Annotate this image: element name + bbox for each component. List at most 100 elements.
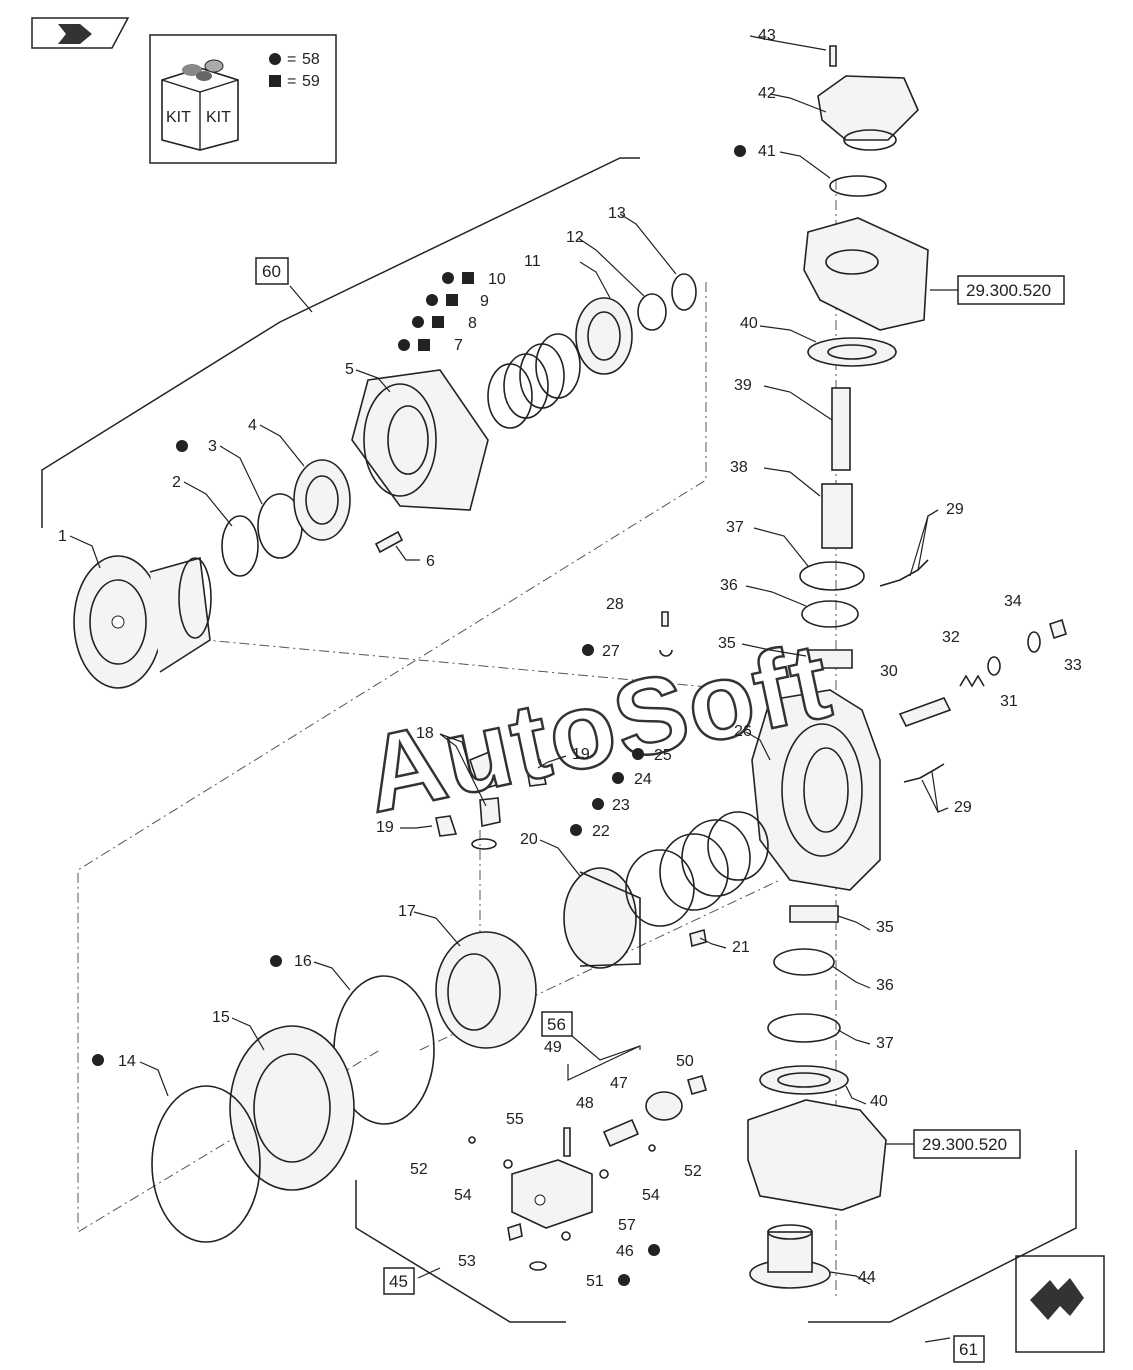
round-kit-marker-icon bbox=[269, 53, 281, 65]
callout: 27 bbox=[602, 643, 620, 660]
svg-text:56: 56 bbox=[547, 1015, 566, 1034]
svg-text:60: 60 bbox=[262, 262, 281, 281]
part-ring-27 bbox=[659, 649, 673, 657]
callout: 15 bbox=[212, 1009, 230, 1026]
callout: 8 bbox=[468, 315, 477, 332]
part-ring-2 bbox=[221, 515, 259, 577]
section-ref-lower[interactable]: 29.300.520 bbox=[913, 1129, 1021, 1159]
ref-box-61[interactable]: 61 bbox=[953, 1335, 985, 1363]
callout: 7 bbox=[454, 337, 463, 354]
part-steering-knuckle-26 bbox=[751, 689, 881, 891]
svg-text:45: 45 bbox=[389, 1272, 408, 1291]
part-oring-14 bbox=[151, 1085, 261, 1243]
part-ring-15 bbox=[229, 1025, 355, 1191]
callout: 36 bbox=[876, 977, 894, 994]
section-ref-upper[interactable]: 29.300.520 bbox=[957, 275, 1065, 305]
callout: 46 bbox=[616, 1243, 634, 1260]
part-ring-54-right bbox=[599, 1169, 609, 1179]
part-ring-10 bbox=[535, 333, 581, 399]
callout: 40 bbox=[870, 1093, 888, 1110]
part-seal-40-upper bbox=[807, 337, 897, 367]
next-page-button[interactable] bbox=[1015, 1255, 1105, 1353]
part-ring-51 bbox=[529, 1261, 547, 1271]
ref-box-56[interactable]: 56 bbox=[541, 1011, 573, 1037]
callout: 12 bbox=[566, 229, 584, 246]
kit-label-left: KIT bbox=[166, 109, 191, 126]
part-oring-41 bbox=[829, 175, 887, 197]
callout: 51 bbox=[586, 1273, 604, 1290]
callout: 29 bbox=[954, 799, 972, 816]
part-ring-13 bbox=[671, 273, 697, 311]
svg-text:29.300.520: 29.300.520 bbox=[966, 281, 1051, 300]
part-shaft-30 bbox=[898, 697, 952, 727]
part-oring-22 bbox=[625, 849, 695, 927]
part-ring-37-lower bbox=[767, 1013, 841, 1043]
part-ring-46 bbox=[561, 1231, 571, 1241]
part-oring-24 bbox=[681, 819, 751, 897]
callout: 43 bbox=[758, 27, 776, 44]
callout: 2 bbox=[172, 474, 181, 491]
svg-text:=: = bbox=[287, 73, 296, 90]
part-bushing-44 bbox=[749, 1224, 831, 1289]
callout: 49 bbox=[544, 1039, 562, 1056]
part-screw-28 bbox=[661, 611, 669, 627]
part-upper-bracket bbox=[803, 217, 929, 331]
callout: 18 bbox=[416, 725, 434, 742]
part-seal-40-lower bbox=[759, 1065, 849, 1095]
callout: 40 bbox=[740, 315, 758, 332]
svg-text:=: = bbox=[287, 51, 296, 68]
callout: 50 bbox=[676, 1053, 694, 1070]
part-pin-43 bbox=[829, 45, 837, 67]
ref-box-60[interactable]: 60 bbox=[255, 257, 289, 285]
part-piston-20 bbox=[563, 867, 641, 969]
part-pin-39 bbox=[831, 387, 851, 471]
callout: 31 bbox=[1000, 693, 1018, 710]
part-bushing-35-upper bbox=[805, 649, 853, 669]
kit-legend: KIT KIT = 58 = 59 bbox=[149, 34, 337, 164]
callout: 55 bbox=[506, 1111, 524, 1128]
square-kit-number: 59 bbox=[302, 73, 320, 90]
part-ring-37-upper bbox=[799, 561, 865, 591]
ref-box-45[interactable]: 45 bbox=[383, 1267, 415, 1295]
part-key-19-left bbox=[435, 815, 458, 837]
callout: 42 bbox=[758, 85, 776, 102]
callout: 52 bbox=[684, 1163, 702, 1180]
part-valve-block-57 bbox=[511, 1159, 593, 1229]
callout: 14 bbox=[118, 1053, 136, 1070]
callout: 57 bbox=[618, 1217, 636, 1234]
callout: 11 bbox=[524, 253, 541, 270]
callout: 4 bbox=[248, 417, 257, 434]
part-plug-21 bbox=[689, 928, 707, 948]
callout-labels: 1 2 3 4 5 6 7 8 9 10 11 12 13 14 15 16 1… bbox=[58, 27, 1082, 1290]
callout: 21 bbox=[732, 939, 750, 956]
part-bolt-6 bbox=[374, 530, 404, 554]
part-lower-bracket bbox=[747, 1099, 887, 1211]
callout: 36 bbox=[720, 577, 738, 594]
callout: 33 bbox=[1064, 657, 1082, 674]
part-plug-34 bbox=[1049, 618, 1067, 640]
assembly-bracket-45-61 bbox=[355, 1150, 1077, 1343]
part-sleeve-38 bbox=[821, 483, 853, 549]
kit-box-icon: KIT KIT bbox=[161, 59, 239, 151]
part-spring-31 bbox=[959, 674, 985, 688]
part-bearing-11 bbox=[575, 297, 633, 375]
part-ring-54-left bbox=[503, 1159, 513, 1169]
kit-markers bbox=[92, 145, 746, 1286]
previous-page-button[interactable] bbox=[31, 17, 130, 49]
callout: 38 bbox=[730, 459, 748, 476]
callout: 39 bbox=[734, 377, 752, 394]
callout: 29 bbox=[946, 501, 964, 518]
callout: 19 bbox=[572, 746, 590, 763]
callout: 41 bbox=[758, 143, 776, 160]
part-ring-36-upper bbox=[801, 600, 859, 628]
callout: 54 bbox=[454, 1187, 472, 1204]
arrow-return-icon bbox=[1030, 1278, 1084, 1320]
part-valve-48 bbox=[602, 1118, 640, 1148]
callout: 48 bbox=[576, 1095, 594, 1112]
callout: 30 bbox=[880, 663, 898, 680]
arrow-back-icon bbox=[58, 24, 92, 44]
callout: 10 bbox=[488, 271, 506, 288]
callout: 35 bbox=[718, 635, 736, 652]
part-screw-55 bbox=[563, 1127, 571, 1157]
